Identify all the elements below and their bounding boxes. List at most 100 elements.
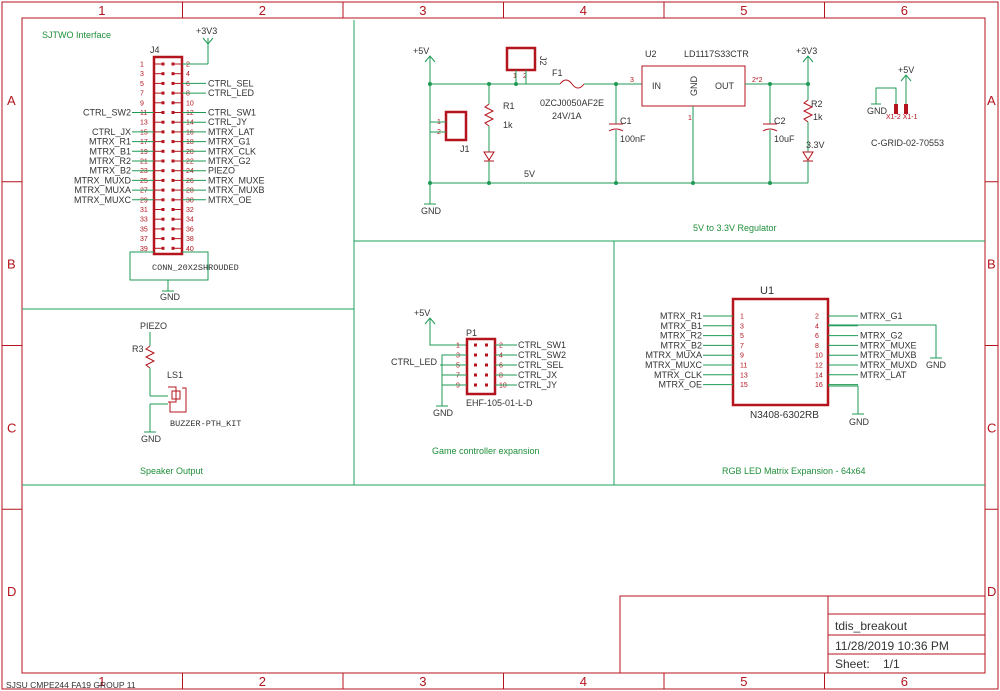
r3-label: R3 bbox=[132, 344, 144, 354]
frame-col-top: 2 bbox=[259, 3, 266, 18]
u1-net-right: MTRX_MUXD bbox=[860, 360, 918, 370]
j4-pin-left: 39 bbox=[140, 246, 148, 253]
title-block-date: 11/28/2019 10:36 PM bbox=[835, 639, 949, 653]
u1-pin-right: 6 bbox=[815, 333, 819, 340]
u1-pin-left: 1 bbox=[740, 314, 744, 321]
p1-pin-left: 1 bbox=[456, 343, 460, 350]
frame-row-right: C bbox=[987, 420, 996, 435]
rgb-gnd-1: GND bbox=[926, 360, 947, 370]
j4-pin-left: 27 bbox=[140, 188, 148, 195]
j4-pin-right: 10 bbox=[186, 100, 194, 107]
j4-pin-left: 19 bbox=[140, 149, 148, 156]
j4-pin-left: 7 bbox=[140, 91, 144, 98]
svg-text:OUT: OUT bbox=[715, 81, 735, 91]
j4-value: CONN_20X2SHROUDED bbox=[152, 263, 239, 273]
u1-net-right: MTRX_G1 bbox=[860, 311, 903, 321]
j4-pin-right: 14 bbox=[186, 120, 194, 127]
j4-net-right: CTRL_LED bbox=[208, 88, 255, 98]
reg-vin-label: +5V bbox=[413, 46, 429, 56]
j4-gnd-label: GND bbox=[160, 292, 181, 302]
j4-pin-left: 23 bbox=[140, 168, 148, 175]
x1-gnd-label: GND bbox=[867, 106, 888, 116]
u1-pin-right: 14 bbox=[815, 372, 823, 379]
j4-pin-left: 37 bbox=[140, 236, 148, 243]
j4-net-right: CTRL_SW1 bbox=[208, 108, 256, 118]
ls1-label: LS1 bbox=[167, 370, 183, 380]
j4-net-right: CTRL_SEL bbox=[208, 78, 254, 88]
j4-pin-right: 28 bbox=[186, 188, 194, 195]
net-5v-label: 5V bbox=[524, 169, 535, 179]
j4-pin-left: 25 bbox=[140, 178, 148, 185]
p1-ref: P1 bbox=[466, 328, 477, 338]
p1-pin-right: 8 bbox=[499, 373, 503, 380]
p1-pin-right: 2 bbox=[499, 343, 503, 350]
frame-col-bottom: 3 bbox=[419, 674, 426, 689]
p1-pin-right: 6 bbox=[499, 363, 503, 370]
j4-net-right: MTRX_G2 bbox=[208, 156, 251, 166]
u1-pin-right: 4 bbox=[815, 323, 819, 330]
u1-pin-right: 2 bbox=[815, 314, 819, 321]
u1-net-left: MTRX_MUXA bbox=[645, 350, 702, 360]
j4-pin-right: 16 bbox=[186, 129, 194, 136]
j4-pin-right: 18 bbox=[186, 139, 194, 146]
u1-net-right: MTRX_MUXB bbox=[860, 350, 917, 360]
j4-pin-right: 22 bbox=[186, 159, 194, 166]
j4-pin-right: 30 bbox=[186, 197, 194, 204]
x1-value: C-GRID-02-70553 bbox=[871, 138, 944, 148]
svg-text:1: 1 bbox=[513, 73, 517, 80]
svg-text:GND: GND bbox=[689, 76, 699, 97]
u1-net-right: MTRX_MUXE bbox=[860, 340, 917, 350]
j4-power-label: +3V3 bbox=[196, 26, 217, 36]
j4-pin-right: 2 bbox=[186, 62, 190, 69]
section-borders bbox=[22, 20, 985, 486]
j4-pin-left: 13 bbox=[140, 120, 148, 127]
p1-net-right: CTRL_JY bbox=[518, 380, 557, 390]
j4-pin-left: 29 bbox=[140, 197, 148, 204]
r1-label: R1 bbox=[503, 101, 515, 111]
j2-label: J2 bbox=[538, 56, 548, 66]
u2-label: U2 bbox=[645, 49, 657, 59]
j4-pin-left: 9 bbox=[140, 100, 144, 107]
p1-pin-left: 3 bbox=[456, 353, 460, 360]
u1-net-left: MTRX_R2 bbox=[660, 331, 702, 341]
section-title-speaker: Speaker Output bbox=[140, 466, 204, 476]
speaker-circuit: PIEZO R3 LS1 BUZZER-PTH_KIT GND bbox=[132, 321, 241, 444]
x1-pins: X1-2 X1-1 bbox=[886, 114, 918, 121]
p1-pin-left: 9 bbox=[456, 383, 460, 390]
j4-pin-left: 31 bbox=[140, 207, 148, 214]
frame-col-bottom: 2 bbox=[259, 674, 266, 689]
frame-col-bottom: 5 bbox=[740, 674, 747, 689]
regulator-circuit: +5V 1 2 J2 F1 0ZCJ0050AF2E 24V/1A U2 LD1… bbox=[413, 46, 944, 216]
svg-text:1: 1 bbox=[688, 115, 692, 122]
p1-pin-right: 10 bbox=[499, 383, 507, 390]
c1-label: C1 bbox=[620, 116, 632, 126]
j4-pin-left: 17 bbox=[140, 139, 148, 146]
j4-pin-left: 1 bbox=[140, 62, 144, 69]
p1-net-right: CTRL_SEL bbox=[518, 360, 564, 370]
p1-net-right: CTRL_SW1 bbox=[518, 340, 566, 350]
j4-pin-right: 38 bbox=[186, 236, 194, 243]
j4-net-left: MTRX_R2 bbox=[89, 156, 131, 166]
j4-pin-right: 34 bbox=[186, 217, 194, 224]
j4-net-left: MTRX_MUXC bbox=[74, 195, 132, 205]
svg-text:IN: IN bbox=[652, 81, 661, 91]
frame-col-top: 1 bbox=[98, 3, 105, 18]
j4-pin-left: 33 bbox=[140, 217, 148, 224]
u1-pin-left: 13 bbox=[740, 372, 748, 379]
u1-pin-right: 8 bbox=[815, 343, 819, 350]
speaker-piezo-net: PIEZO bbox=[140, 321, 167, 331]
frame-col-top: 3 bbox=[419, 3, 426, 18]
section-title-regulator: 5V to 3.3V Regulator bbox=[693, 223, 777, 233]
frame-col-bottom: 4 bbox=[580, 674, 587, 689]
speaker-gnd: GND bbox=[141, 434, 162, 444]
j4-ref: J4 bbox=[150, 45, 160, 55]
r2-label: R2 bbox=[811, 99, 823, 109]
j4-pin-left: 3 bbox=[140, 71, 144, 78]
reg-vout-label: +3V3 bbox=[796, 46, 817, 56]
title-block-name: tdis_breakout bbox=[835, 619, 908, 633]
j4-pin-left: 11 bbox=[140, 110, 147, 117]
